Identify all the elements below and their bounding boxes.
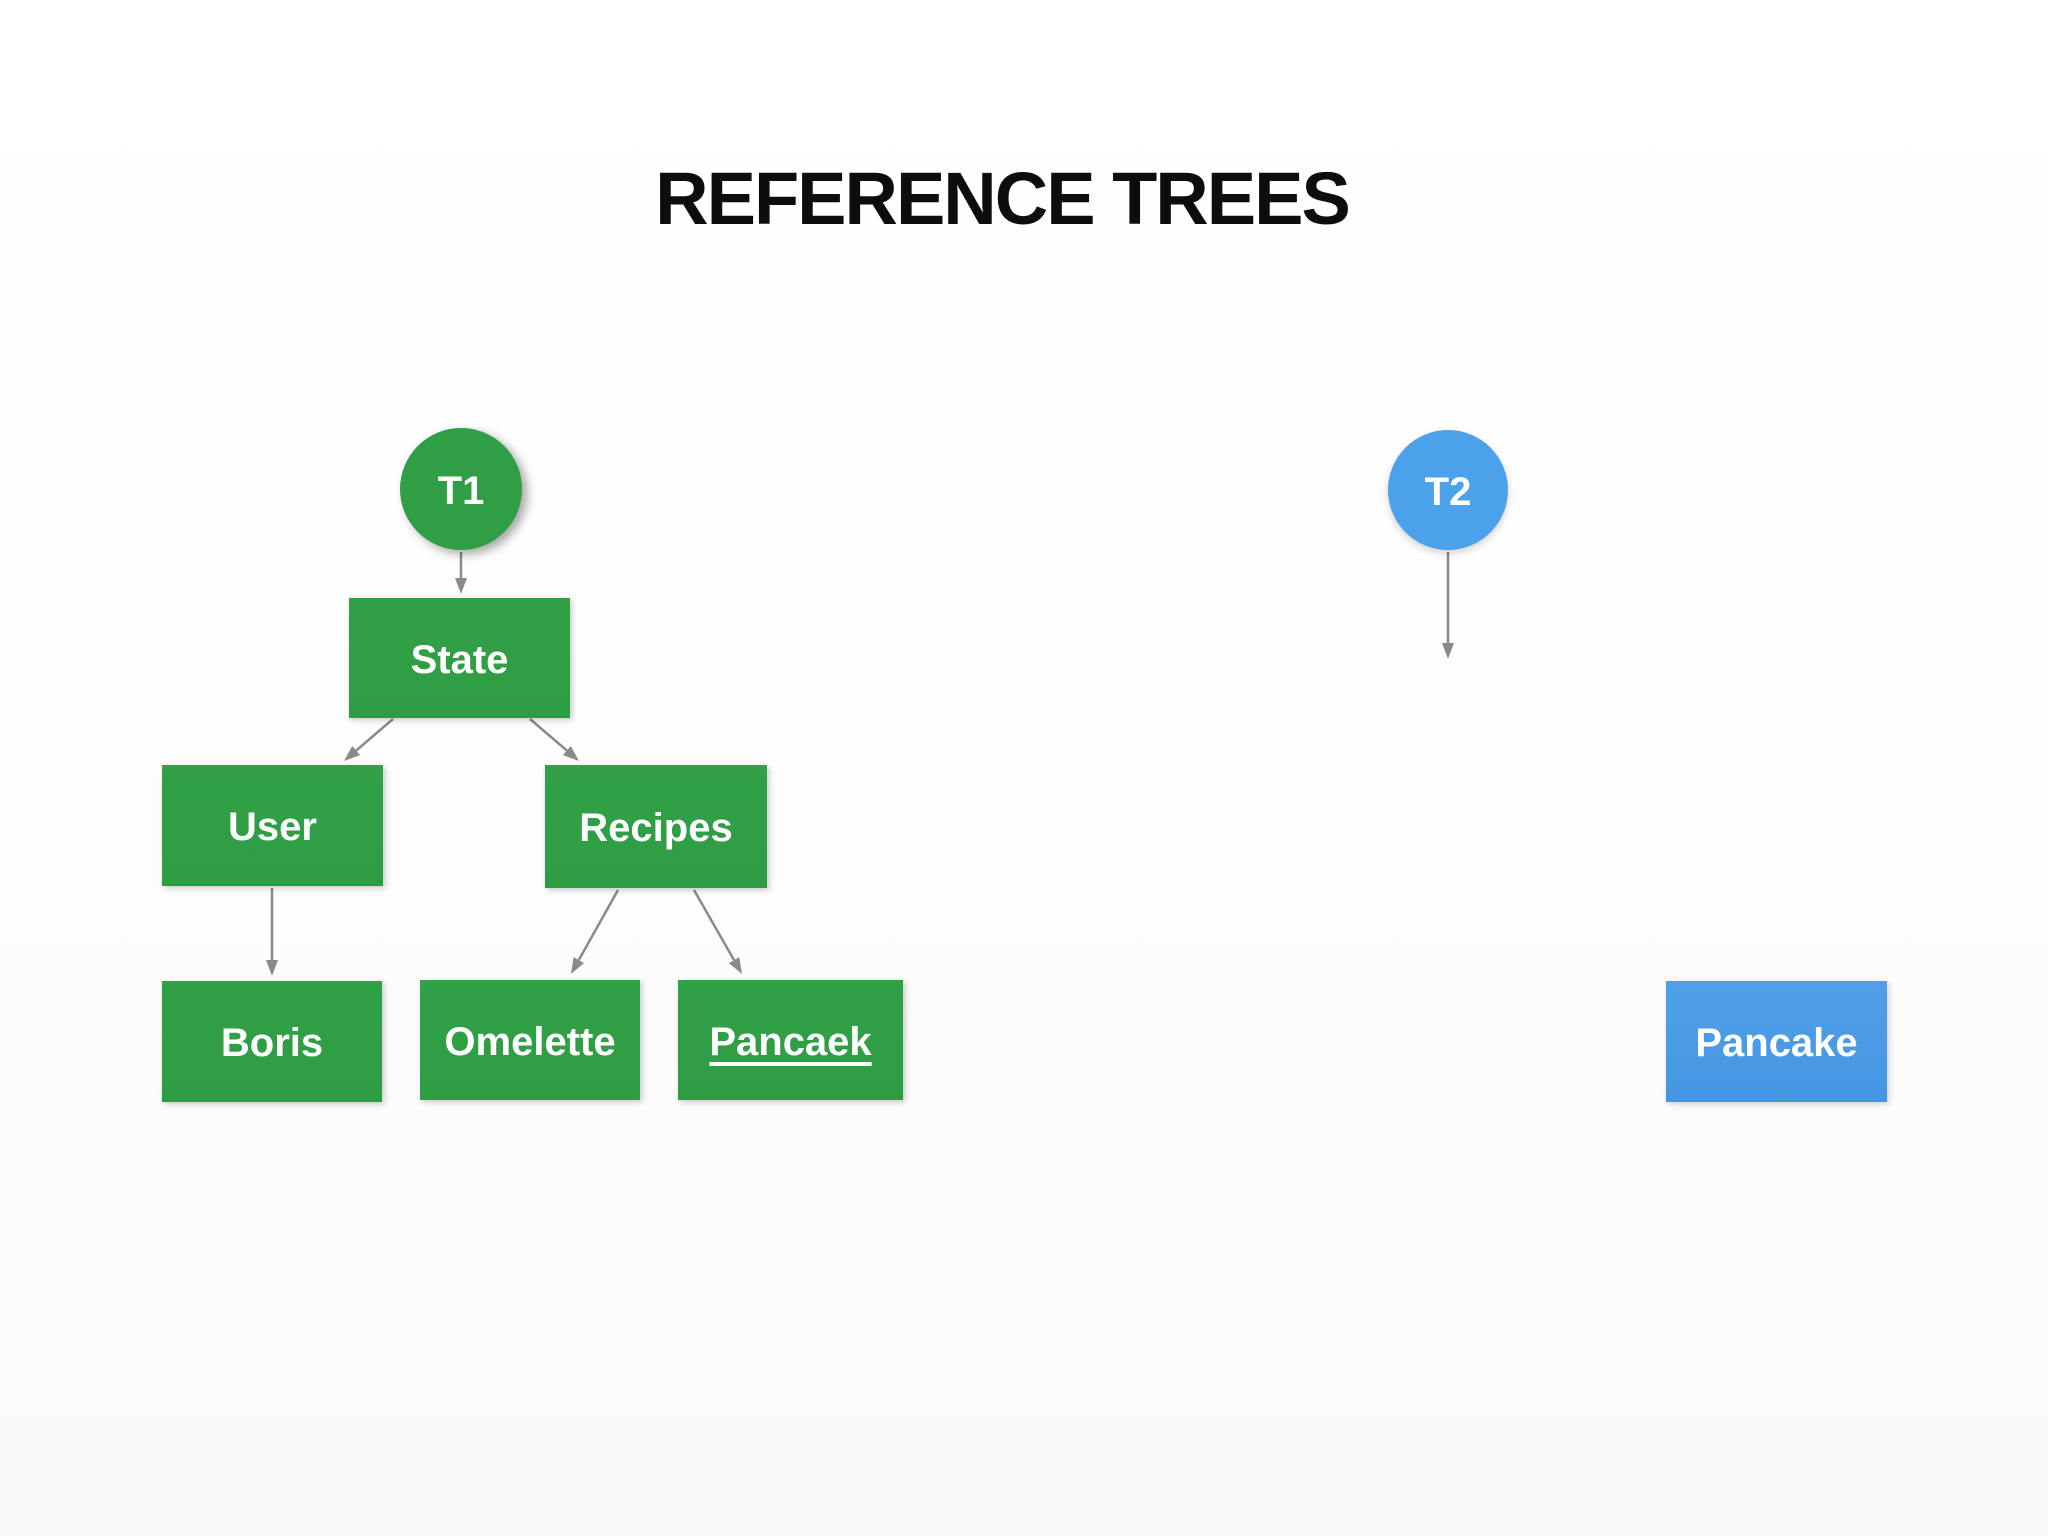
edge-state-recipes-line <box>529 718 568 752</box>
edge-state-recipes[interactable] <box>529 718 579 761</box>
node-user-label: User <box>228 805 317 849</box>
node-t1-label: T1 <box>437 468 485 513</box>
edge-state-user-arrowhead-icon <box>344 746 361 761</box>
node-user[interactable]: User <box>162 765 383 886</box>
edge-state-user[interactable] <box>344 718 394 761</box>
edge-user-boris[interactable] <box>266 888 278 976</box>
edge-recipes-pancaek[interactable] <box>692 889 742 974</box>
edge-recipes-pancaek-arrowhead-icon <box>728 957 742 974</box>
edge-state-user-line <box>355 718 394 752</box>
node-t2-label: T2 <box>1424 469 1472 514</box>
edge-t2-empty[interactable] <box>1442 552 1454 659</box>
node-pancaek-label: Pancaek <box>709 1019 872 1064</box>
node-recipes-label: Recipes <box>579 806 733 850</box>
node-state[interactable]: State <box>349 598 570 718</box>
node-boris-label: Boris <box>220 1021 324 1065</box>
edge-t2-empty-arrowhead-icon <box>1442 643 1454 659</box>
edge-t1-state-arrowhead-icon <box>455 578 467 594</box>
node-pancaek[interactable]: Pancaek <box>678 980 903 1100</box>
node-pancake[interactable]: Pancake <box>1666 981 1887 1102</box>
node-t1[interactable]: T1 <box>400 428 522 550</box>
edge-recipes-omelette-line <box>577 889 620 961</box>
node-pancake-label: Pancake <box>1695 1021 1858 1065</box>
edge-recipes-omelette[interactable] <box>571 889 620 974</box>
page-title: REFERENCE TREES <box>655 157 1351 240</box>
node-boris[interactable]: Boris <box>162 981 382 1102</box>
edge-state-recipes-arrowhead-icon <box>562 746 579 761</box>
node-omelette-label: Omelette <box>444 1019 616 1064</box>
edge-recipes-pancaek-line <box>692 889 736 961</box>
edge-recipes-omelette-arrowhead-icon <box>571 957 585 974</box>
edge-user-boris-arrowhead-icon <box>266 960 278 976</box>
node-state-label: State <box>410 637 509 682</box>
edge-t1-state[interactable] <box>455 552 467 594</box>
node-t2[interactable]: T2 <box>1388 430 1508 550</box>
node-recipes[interactable]: Recipes <box>545 765 767 888</box>
node-omelette[interactable]: Omelette <box>420 980 640 1100</box>
